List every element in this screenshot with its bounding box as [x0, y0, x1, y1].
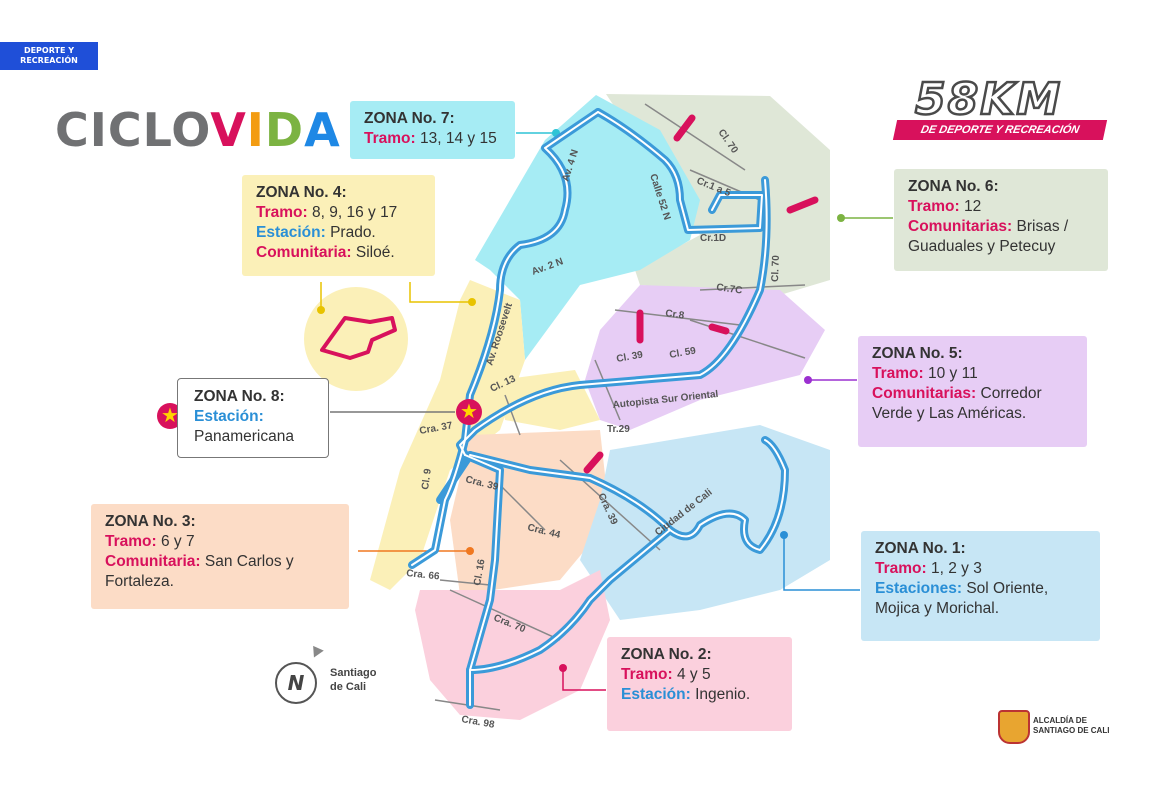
compass-icon: N [275, 662, 317, 704]
route-highlight [411, 111, 786, 706]
zone-7-box: ZONA No. 7: Tramo: 13, 14 y 15 [350, 101, 515, 159]
street-cr1d: Cr.1D [700, 233, 726, 244]
zone-3-comunitaria-line2: Fortaleza. [105, 573, 174, 590]
zone-3-box: ZONA No. 3: Tramo: 6 y 7 Comunitaria: Sa… [91, 504, 349, 609]
logo-ciclo: CICLO [55, 103, 211, 157]
z4-connector [409, 282, 472, 303]
z2-connector [562, 668, 606, 691]
zone-8-estacion: Panamericana [194, 428, 294, 445]
z4-dot [468, 298, 476, 306]
z1-connector [783, 535, 860, 591]
zone-1-estaciones: Sol Oriente, [962, 580, 1049, 597]
zone-6-box: ZONA No. 6: Tramo: 12 Comunitarias: Bris… [894, 169, 1108, 271]
zone-5-box: ZONA No. 5: Tramo: 10 y 11 Comunitarias:… [858, 336, 1087, 447]
zone-3-comunitaria: San Carlos y [200, 553, 294, 570]
zone-3-tramo-key: Tramo: [105, 533, 157, 550]
zone-3-region [450, 430, 610, 595]
street-cl70b: Cl. 70 [770, 255, 782, 282]
zone-8-estacion-key: Estación: [194, 408, 264, 425]
zone-5-title: ZONA No. 5: [872, 345, 963, 362]
zone-8-box: ZONA No. 8: Estación: Panamericana [177, 378, 329, 458]
zone-3-title: ZONA No. 3: [105, 513, 196, 530]
logo-v: V [210, 103, 247, 157]
alcaldia-shield-icon [998, 710, 1030, 744]
zone-5-comunitarias-key: Comunitarias: [872, 385, 977, 402]
zone-7-tramo-key: Tramo: [364, 130, 416, 147]
street-cra66: Cra. 66 [406, 568, 441, 582]
compass-label-line1: Santiago [330, 667, 377, 679]
zone-4-estacion: Prado. [325, 224, 376, 241]
alcaldia-line2: SANTIAGO DE CALI [1033, 726, 1110, 735]
siloe-dot [317, 306, 325, 314]
logo-a: A [304, 103, 341, 157]
zone-1-title: ZONA No. 1: [875, 540, 966, 557]
zone-6-comunitarias: Brisas / [1012, 218, 1069, 235]
logo-i: I [246, 103, 265, 157]
zone-6-title: ZONA No. 6: [908, 178, 999, 195]
zone-2-tramo: 4 y 5 [672, 666, 711, 683]
zone-4-comunitaria: Siloé. [351, 244, 395, 261]
zone-5-tramo: 10 y 11 [923, 365, 978, 382]
street-cl59: Cl. 59 [669, 345, 698, 361]
zone-6-tramo-key: Tramo: [908, 198, 960, 215]
km-badge: 58KM DE DEPORTE Y RECREACIÓN [892, 73, 1108, 144]
street-cl39: Cl. 39 [616, 349, 645, 365]
zone-1-estaciones-line2: Mojica y Morichal. [875, 600, 1000, 617]
zone-4-tramo: 8, 9, 16 y 17 [307, 204, 398, 221]
zone-1-box: ZONA No. 1: Tramo: 1, 2 y 3 Estaciones: … [861, 531, 1100, 641]
compass-label: Santiago de Cali [330, 666, 376, 694]
zone-6-tramo: 12 [959, 198, 982, 215]
z2-dot [559, 664, 567, 672]
z3-dot [466, 547, 474, 555]
z6-dot [837, 214, 845, 222]
alcaldia-line1: ALCALDÍA DE [1033, 716, 1087, 725]
zone-3-comunitaria-key: Comunitaria: [105, 553, 201, 570]
zone-2-box: ZONA No. 2: Tramo: 4 y 5 Estación: Ingen… [607, 637, 792, 731]
zone-6-comunitarias-line2: Guaduales y Petecuy [908, 238, 1056, 255]
zone-5-region [585, 285, 825, 430]
zone-2-region [415, 570, 610, 720]
zone-1-estaciones-key: Estaciones: [875, 580, 963, 597]
zone-8-title: ZONA No. 8: [194, 388, 285, 405]
siloe-circle [304, 287, 408, 391]
street-cl9: Cl. 9 [420, 468, 434, 491]
zone-7-region [475, 95, 700, 360]
street-cr7c: Cr.7C [716, 282, 743, 297]
ciclovida-logo: CICLOVIDA [55, 104, 341, 156]
connectors [317, 129, 893, 691]
z5-dot [804, 376, 812, 384]
zone-6-comunitarias-key: Comunitarias: [908, 218, 1013, 235]
zone-2-estacion: Ingenio. [690, 686, 751, 703]
z1-dot [780, 531, 788, 539]
street-cl16: Cl. 16 [472, 558, 488, 587]
km-number: 58KM [914, 73, 1063, 127]
zone-2-estacion-key: Estación: [621, 686, 691, 703]
street-cr8: Cr.8 [665, 308, 686, 322]
zone-4-box: ZONA No. 4: Tramo: 8, 9, 16 y 17 Estació… [242, 175, 435, 276]
zone-5-comunitarias-line2: Verde y Las Américas. [872, 405, 1027, 422]
siloe-route [320, 316, 397, 360]
panamericana-station-star: ★ [456, 399, 482, 425]
zone-7-tramo: 13, 14 y 15 [415, 130, 497, 147]
zone-5-comunitarias: Corredor [976, 385, 1042, 402]
zone-3-tramo: 6 y 7 [156, 533, 195, 550]
zone-2-title: ZONA No. 2: [621, 646, 712, 663]
street-tr29: Tr.29 [607, 424, 630, 435]
deporte-recreacion-tag: DEPORTE Y RECREACIÓN [0, 42, 98, 70]
zone-1-tramo-key: Tramo: [875, 560, 927, 577]
community-routes [583, 114, 819, 474]
zone-5-tramo-key: Tramo: [872, 365, 924, 382]
zone-4-title: ZONA No. 4: [256, 184, 347, 201]
logo-d: D [264, 103, 305, 157]
zone-4-estacion-key: Estación: [256, 224, 326, 241]
zone-2-tramo-key: Tramo: [621, 666, 673, 683]
zone-4-tramo-key: Tramo: [256, 204, 308, 221]
zone-7-title: ZONA No. 7: [364, 110, 455, 127]
compass-label-line2: de Cali [330, 681, 367, 693]
zone-4-comunitaria-key: Comunitaria: [256, 244, 352, 261]
zone-1-tramo: 1, 2 y 3 [926, 560, 982, 577]
